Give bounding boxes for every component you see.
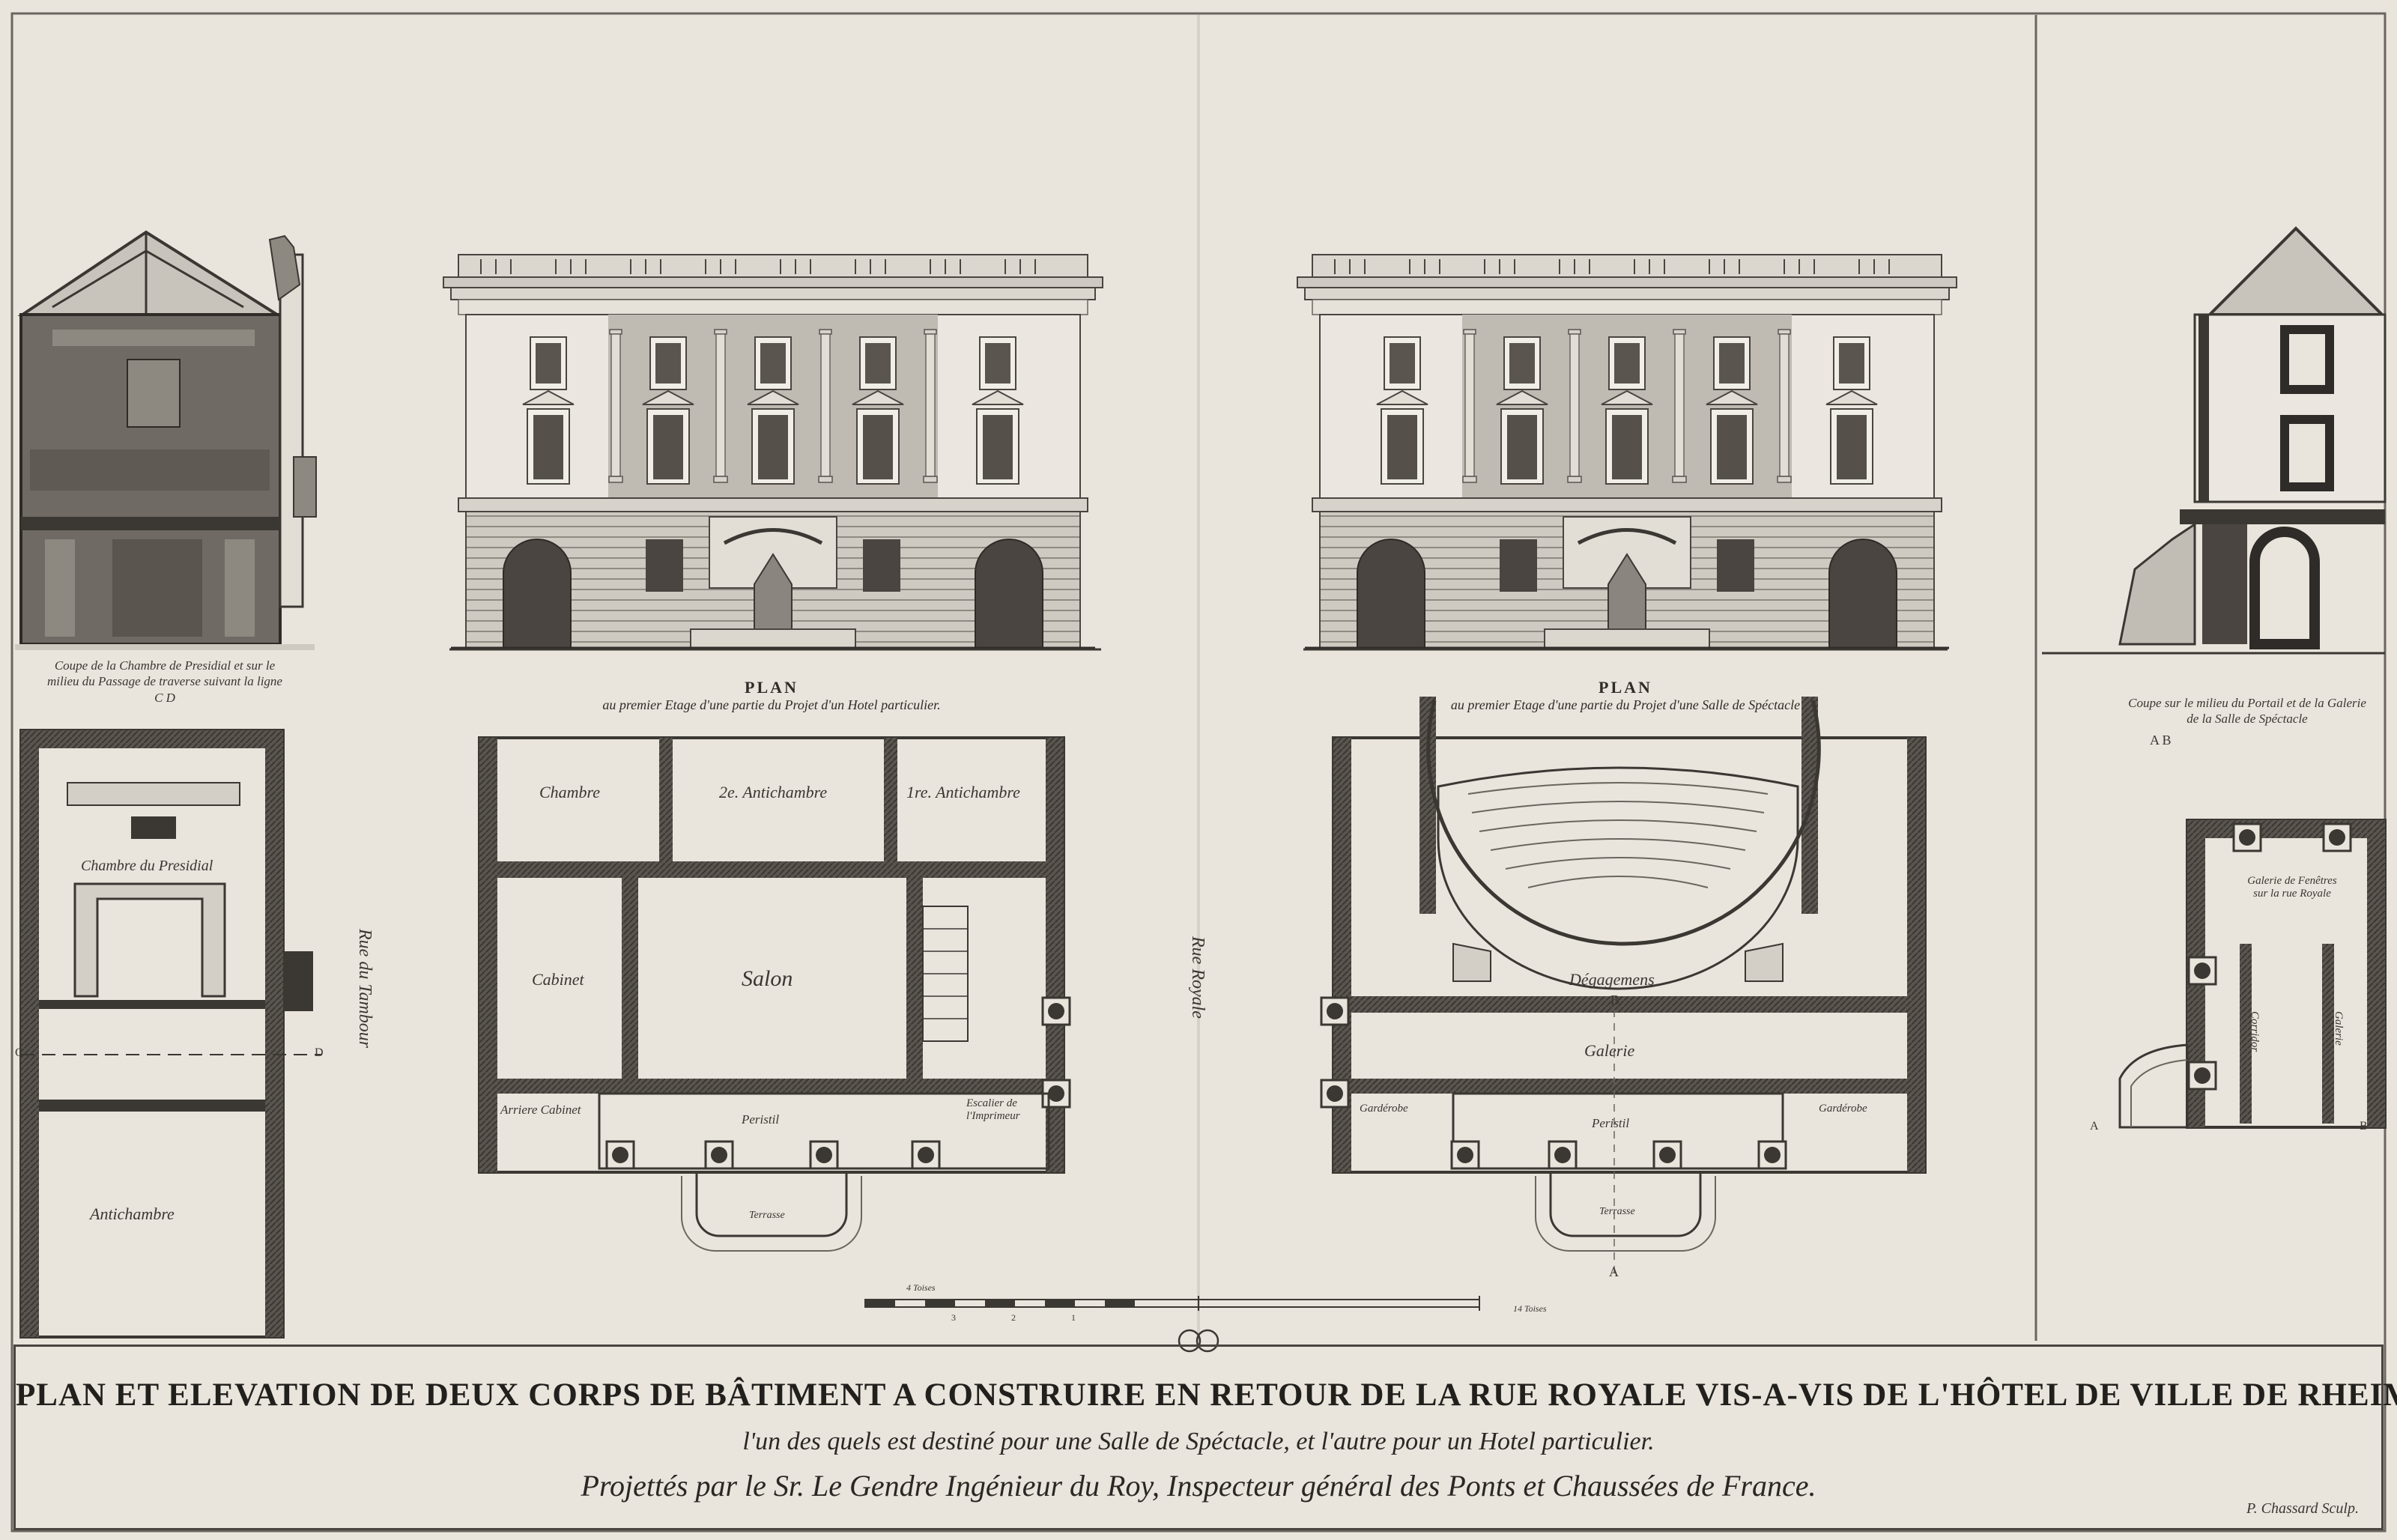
room-degagements: Dégagemens [1569, 970, 1655, 989]
right-section-letters: A B [2150, 733, 2172, 748]
far-right-plan [2118, 819, 2387, 1129]
room-chambre: Chambre [539, 783, 601, 801]
elevation-theatre [1297, 255, 1957, 648]
letter-c: C [15, 1046, 23, 1059]
left-section-caption: Coupe de la Chambre de Presidial et sur … [47, 658, 282, 705]
right-section-caption: Coupe sur le milieu du Portail et de la … [2128, 696, 2366, 727]
room-peristyle-hotel: Peristil [742, 1112, 780, 1127]
room-antichambre-far-left: Antichambre [90, 1204, 175, 1223]
room-peristyle-theatre: Peristil [1592, 1116, 1630, 1130]
street-rue-du-tambour: Rue du Tambour [355, 929, 375, 1049]
room-garderobe-left: Gardérobe [1360, 1103, 1408, 1115]
room-antichambre-2: 2e. Antichambre [719, 783, 828, 801]
main-title: PLAN ET ELEVATION DE DEUX CORPS DE BÂTIM… [16, 1377, 2397, 1413]
room-escalier: Escalier de l'Imprimeur [966, 1097, 1020, 1122]
room-terrasse-theatre: Terrasse [1599, 1206, 1635, 1217]
room-arriere-cabinet: Arriere Cabinet [500, 1103, 581, 1117]
room-galerie-far-right: Galerie [2333, 1011, 2345, 1046]
plan-theatre-heading: PLAN [1598, 678, 1652, 697]
letter-b-far-right: B [2360, 1120, 2368, 1133]
letter-d: D [315, 1046, 324, 1059]
letter-a-theatre: A [1609, 1264, 1619, 1279]
far-left-plan [19, 729, 322, 1339]
scale-tick-3: 3 [951, 1312, 956, 1323]
room-terrasse-hotel: Terrasse [749, 1210, 785, 1221]
room-salon: Salon [742, 966, 793, 991]
sub-title: l'un des quels est destiné pour une Sall… [742, 1428, 1655, 1455]
scale-end-label: 14 Toises [1513, 1303, 1547, 1314]
left-section-drawing [15, 230, 317, 650]
letter-b-theatre: B [1610, 992, 1620, 1007]
room-cabinet: Cabinet [532, 970, 584, 989]
right-section-drawing [2042, 226, 2387, 655]
plan-theatre-subheading: au premier Etage d'une partie du Projet … [1450, 697, 1801, 713]
room-galerie-fenetres: Galerie de Fenêtres sur la rue Royale [2247, 875, 2337, 900]
engraver-signature: P. Chassard Sculp. [2246, 1500, 2359, 1517]
scale-bar [864, 1296, 1480, 1311]
center-ornament [1178, 1329, 1219, 1353]
elevation-hotel [443, 255, 1103, 648]
scale-tick-2: 2 [1011, 1312, 1016, 1323]
room-galerie: Galerie [1584, 1041, 1635, 1060]
author-line: Projettés par le Sr. Le Gendre Ingénieur… [581, 1469, 1816, 1503]
room-garderobe-right: Gardérobe [1819, 1103, 1867, 1115]
title-block: PLAN ET ELEVATION DE DEUX CORPS DE BÂTIM… [13, 1345, 2397, 1530]
letter-a-far-right: A [2090, 1120, 2099, 1133]
plan-theatre [1320, 697, 1927, 1273]
room-chambre-presidial: Chambre du Presidial [81, 858, 213, 874]
plan-hotel-heading: PLAN [745, 678, 799, 697]
plan-hotel [478, 736, 1071, 1252]
street-rue-royale: Rue Royale [1188, 936, 1207, 1019]
scale-start-label: 4 Toises [906, 1282, 936, 1293]
room-corridor: Corridor [2249, 1011, 2261, 1052]
plan-hotel-subheading: au premier Etage d'une partie du Projet … [602, 697, 941, 713]
plan-hotel-title: PLAN au premier Etage d'une partie du Pr… [592, 678, 951, 714]
plan-theatre-title: PLAN au premier Etage d'une partie du Pr… [1446, 678, 1805, 714]
room-antichambre-1: 1re. Antichambre [906, 783, 1020, 801]
scale-tick-1: 1 [1071, 1312, 1076, 1323]
